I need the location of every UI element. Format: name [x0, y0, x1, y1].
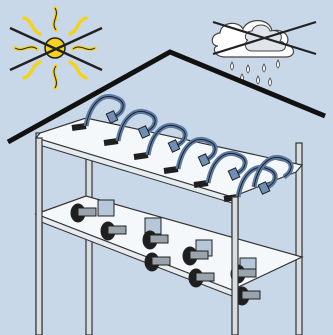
hose-item: [193, 151, 248, 188]
hose-group: [71, 94, 294, 202]
fitting-item: [70, 199, 127, 241]
shelf-front-posts: [35, 137, 239, 335]
hose-item: [103, 109, 158, 146]
hose-item: [133, 123, 188, 160]
hose-item: [251, 155, 294, 188]
sun-icon: [9, 6, 103, 90]
hose-item: [163, 137, 218, 174]
roof-outline: [6, 49, 326, 145]
rain-cross-line-2: [212, 20, 317, 56]
fitting-item: [182, 239, 215, 288]
rain-cloud-icon: [211, 20, 317, 87]
fitting-item: [142, 217, 171, 272]
sun-cross-line-2: [9, 26, 103, 72]
hose-item: [71, 94, 126, 131]
